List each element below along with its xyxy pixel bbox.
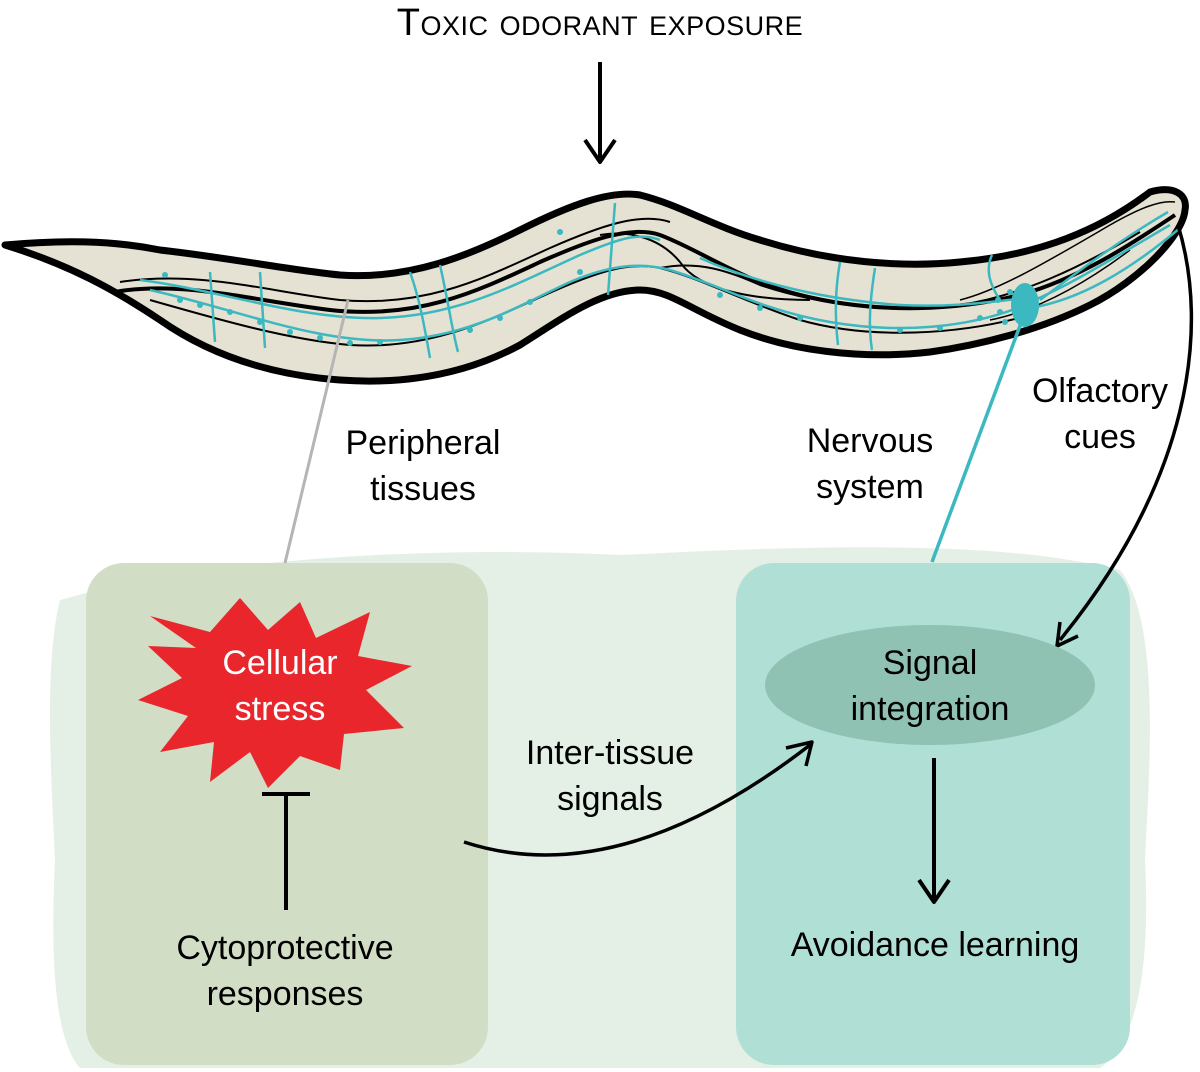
avoidance-learning-label: Avoidance learning: [790, 926, 1080, 964]
inhibition-bar: [262, 792, 310, 910]
signal-integration-ellipse: [765, 625, 1095, 745]
neurons: [139, 202, 1181, 359]
peripheral-connector: [283, 299, 350, 564]
cellular-stress-burst: [138, 598, 412, 788]
nervous-connector: [930, 314, 1026, 563]
worm: [1, 186, 1189, 385]
learning-arrow: [917, 758, 951, 904]
nerve-ring: [1011, 283, 1039, 327]
olfactory-arrow: [1055, 224, 1194, 648]
exposure-arrow: [583, 62, 617, 164]
neuron-dots: [162, 229, 1013, 346]
diagram-title: Toxic odorant exposure: [396, 2, 804, 44]
inter-tissue-arrow: [463, 740, 814, 857]
